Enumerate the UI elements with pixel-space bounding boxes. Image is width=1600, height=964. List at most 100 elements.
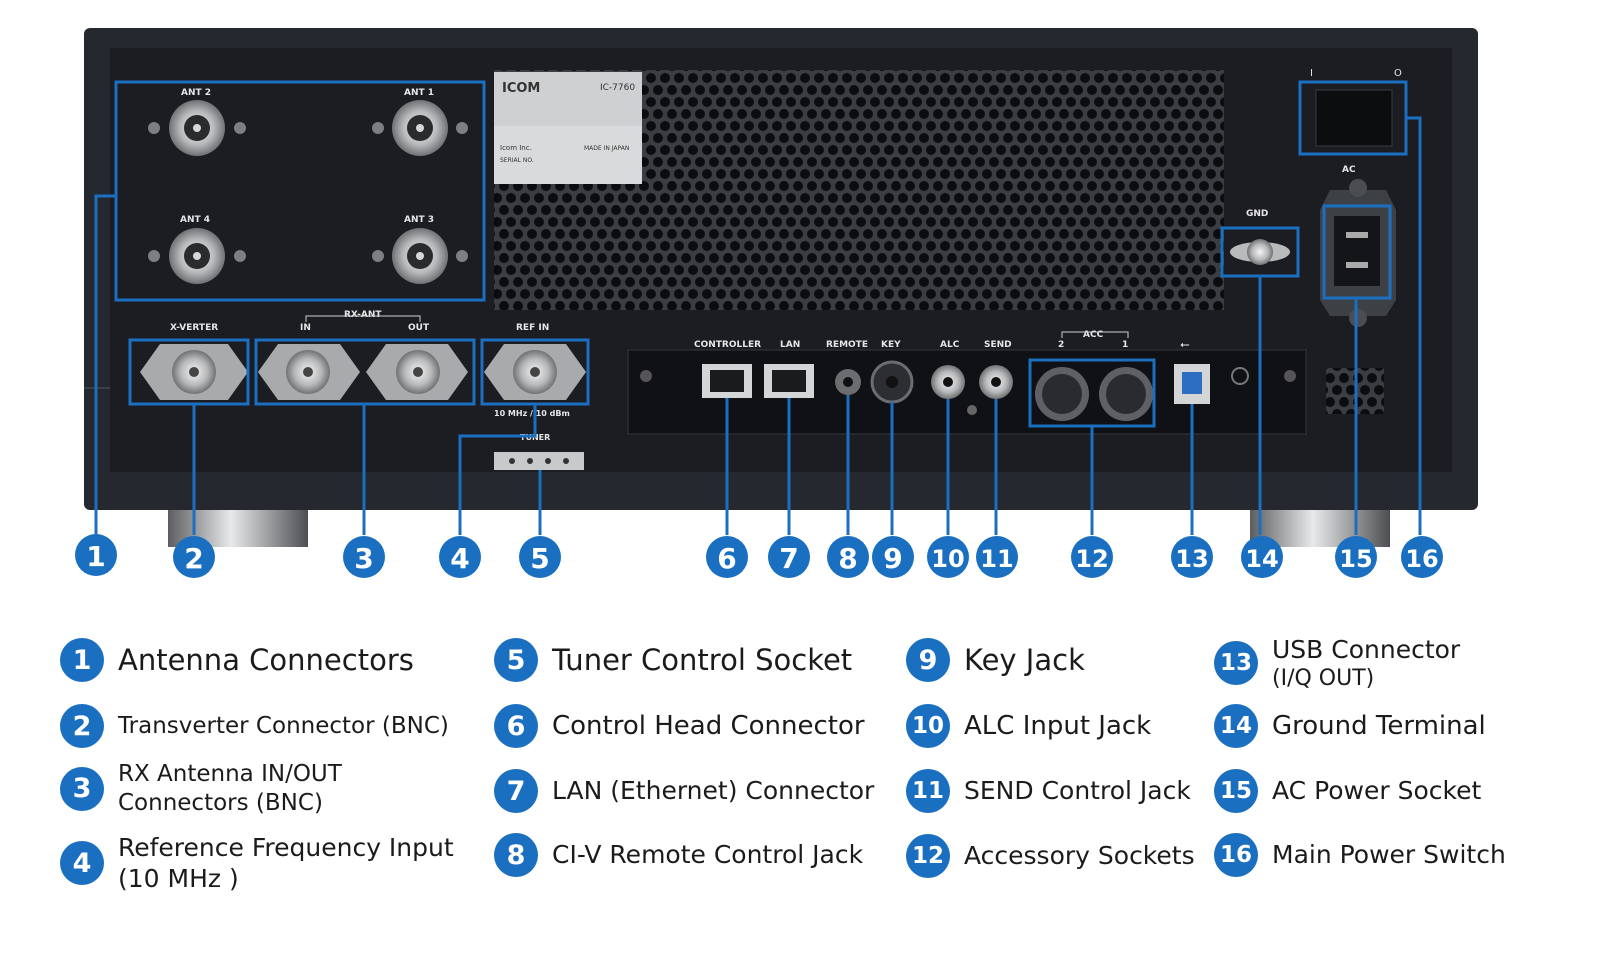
legend-label: AC Power Socket — [1272, 776, 1482, 806]
rear-panel-diagram: ICOM IC-7760 Icom Inc. MADE IN JAPAN SER… — [75, 28, 1478, 578]
legend-number: 6 — [494, 704, 538, 748]
tuner-socket[interactable] — [494, 452, 584, 470]
callout-4: 4 — [439, 536, 481, 578]
legend-item-5: 5 Tuner Control Socket — [494, 638, 852, 682]
svg-text:4: 4 — [450, 542, 469, 575]
legend-item-8: 8 CI-V Remote Control Jack — [494, 833, 863, 877]
callout-3: 3 — [343, 536, 385, 578]
legend-label-line2: Connectors (BNC) — [118, 789, 323, 816]
svg-text:12: 12 — [1075, 545, 1108, 573]
made-in-text: MADE IN JAPAN — [584, 145, 629, 152]
callout-9: 9 — [872, 536, 914, 578]
legend-item-4: 4 Reference Frequency Input (10 MHz ) — [60, 832, 454, 895]
legend-number: 16 — [1214, 833, 1258, 877]
legend-number: 10 — [906, 704, 950, 748]
legend-label-line2: (10 MHz ) — [118, 864, 239, 894]
model-text: IC-7760 — [600, 83, 635, 93]
svg-text:KEY: KEY — [881, 340, 901, 350]
svg-text:ANT 2: ANT 2 — [181, 88, 211, 98]
legend-label: Key Jack — [964, 642, 1085, 677]
callout-6: 6 — [706, 536, 748, 578]
legend-number: 4 — [60, 841, 104, 886]
legend-number: 14 — [1214, 704, 1258, 748]
alc-jack[interactable] — [931, 365, 965, 399]
lan-port[interactable] — [764, 364, 814, 398]
ant1-connector[interactable]: ANT 1 — [372, 88, 468, 156]
legend-item-6: 6 Control Head Connector — [494, 704, 865, 748]
ref-in-connector[interactable] — [484, 344, 586, 400]
legend-label: RX Antenna IN/OUT — [118, 761, 342, 787]
legend-item-2: 2 Transverter Connector (BNC) — [60, 704, 449, 748]
switch-on-label: I — [1310, 68, 1313, 79]
legend-item-9: 9 Key Jack — [906, 638, 1085, 682]
svg-text:CONTROLLER: CONTROLLER — [694, 340, 761, 350]
legend-label: Control Head Connector — [552, 710, 865, 741]
svg-text:11: 11 — [980, 545, 1013, 573]
svg-text:8: 8 — [838, 542, 857, 575]
antenna-group-box — [114, 80, 486, 302]
ac-power-socket[interactable] — [1320, 179, 1396, 327]
xverter-box — [128, 338, 250, 406]
acc1-socket[interactable] — [1099, 367, 1153, 421]
svg-text:2: 2 — [184, 542, 203, 575]
legend-label: USB Connector — [1272, 635, 1461, 664]
callout-2: 2 — [173, 536, 215, 578]
ac-label: AC — [1342, 165, 1356, 175]
legend-label: Antenna Connectors — [118, 642, 414, 677]
legend-item-13: 13 USB Connector (I/Q OUT) — [1214, 634, 1460, 693]
model-label-sticker: ICOM IC-7760 Icom Inc. MADE IN JAPAN SER… — [494, 72, 642, 184]
legend-number: 9 — [906, 638, 950, 682]
gnd-label: GND — [1246, 209, 1268, 219]
rx-in-connector[interactable] — [258, 344, 360, 400]
svg-text:14: 14 — [1245, 545, 1278, 573]
legend-number: 1 — [60, 638, 104, 682]
legend-number: 12 — [906, 834, 950, 878]
legend-item-10: 10 ALC Input Jack — [906, 704, 1151, 748]
ant4-connector[interactable]: ANT 4 — [148, 215, 246, 284]
key-jack[interactable] — [870, 360, 914, 404]
rx-out-connector[interactable] — [366, 344, 468, 400]
rxant-label: RX-ANT — [344, 310, 382, 320]
svg-text:9: 9 — [883, 542, 902, 575]
xverter-connector[interactable] — [140, 344, 248, 400]
acc2-socket[interactable] — [1035, 367, 1089, 421]
controller-port[interactable] — [702, 364, 752, 398]
legend-number: 11 — [906, 769, 950, 813]
svg-text:ANT 1: ANT 1 — [404, 88, 434, 98]
legend-item-16: 16 Main Power Switch — [1214, 833, 1506, 877]
ant3-connector[interactable]: ANT 3 — [372, 215, 468, 284]
callout-12: 12 — [1071, 536, 1113, 578]
svg-text:SEND: SEND — [984, 340, 1012, 350]
ground-terminal[interactable] — [1220, 226, 1300, 278]
remote-jack[interactable] — [835, 369, 861, 395]
ref-spec-label: 10 MHz / 10 dBm — [494, 409, 570, 418]
send-jack[interactable] — [979, 365, 1013, 399]
switch-off-label: O — [1394, 68, 1402, 79]
xverter-label: X-VERTER — [170, 323, 218, 333]
main-power-switch[interactable] — [1298, 80, 1408, 156]
callout-8: 8 — [827, 536, 869, 578]
svg-text:LAN: LAN — [780, 340, 800, 350]
ant2-connector[interactable]: ANT 2 — [148, 88, 246, 156]
svg-text:1: 1 — [86, 540, 105, 573]
svg-text:ALC: ALC — [940, 340, 960, 350]
refin-label: REF IN — [516, 323, 549, 333]
legend-number: 3 — [60, 766, 104, 811]
svg-text:ACC: ACC — [1083, 330, 1104, 340]
callout-10: 10 — [927, 536, 969, 578]
maker-text: Icom Inc. — [500, 144, 532, 152]
callout-14: 14 — [1241, 536, 1283, 578]
legend-number: 15 — [1214, 769, 1258, 813]
svg-text:6: 6 — [717, 542, 736, 575]
svg-text:10: 10 — [931, 545, 964, 573]
svg-text:13: 13 — [1175, 545, 1208, 573]
usb-port[interactable] — [1174, 364, 1210, 404]
legend-label-line2: (I/Q OUT) — [1272, 666, 1375, 692]
brand-text: ICOM — [502, 81, 540, 96]
legend-number: 8 — [494, 833, 538, 877]
callout-15: 15 — [1335, 536, 1377, 578]
svg-text:16: 16 — [1405, 545, 1438, 573]
callout-markers: 1 2 3 4 5 6 7 8 9 10 11 12 13 14 15 16 — [75, 534, 1443, 578]
legend-label: Transverter Connector (BNC) — [118, 712, 449, 739]
callout-11: 11 — [976, 536, 1018, 578]
